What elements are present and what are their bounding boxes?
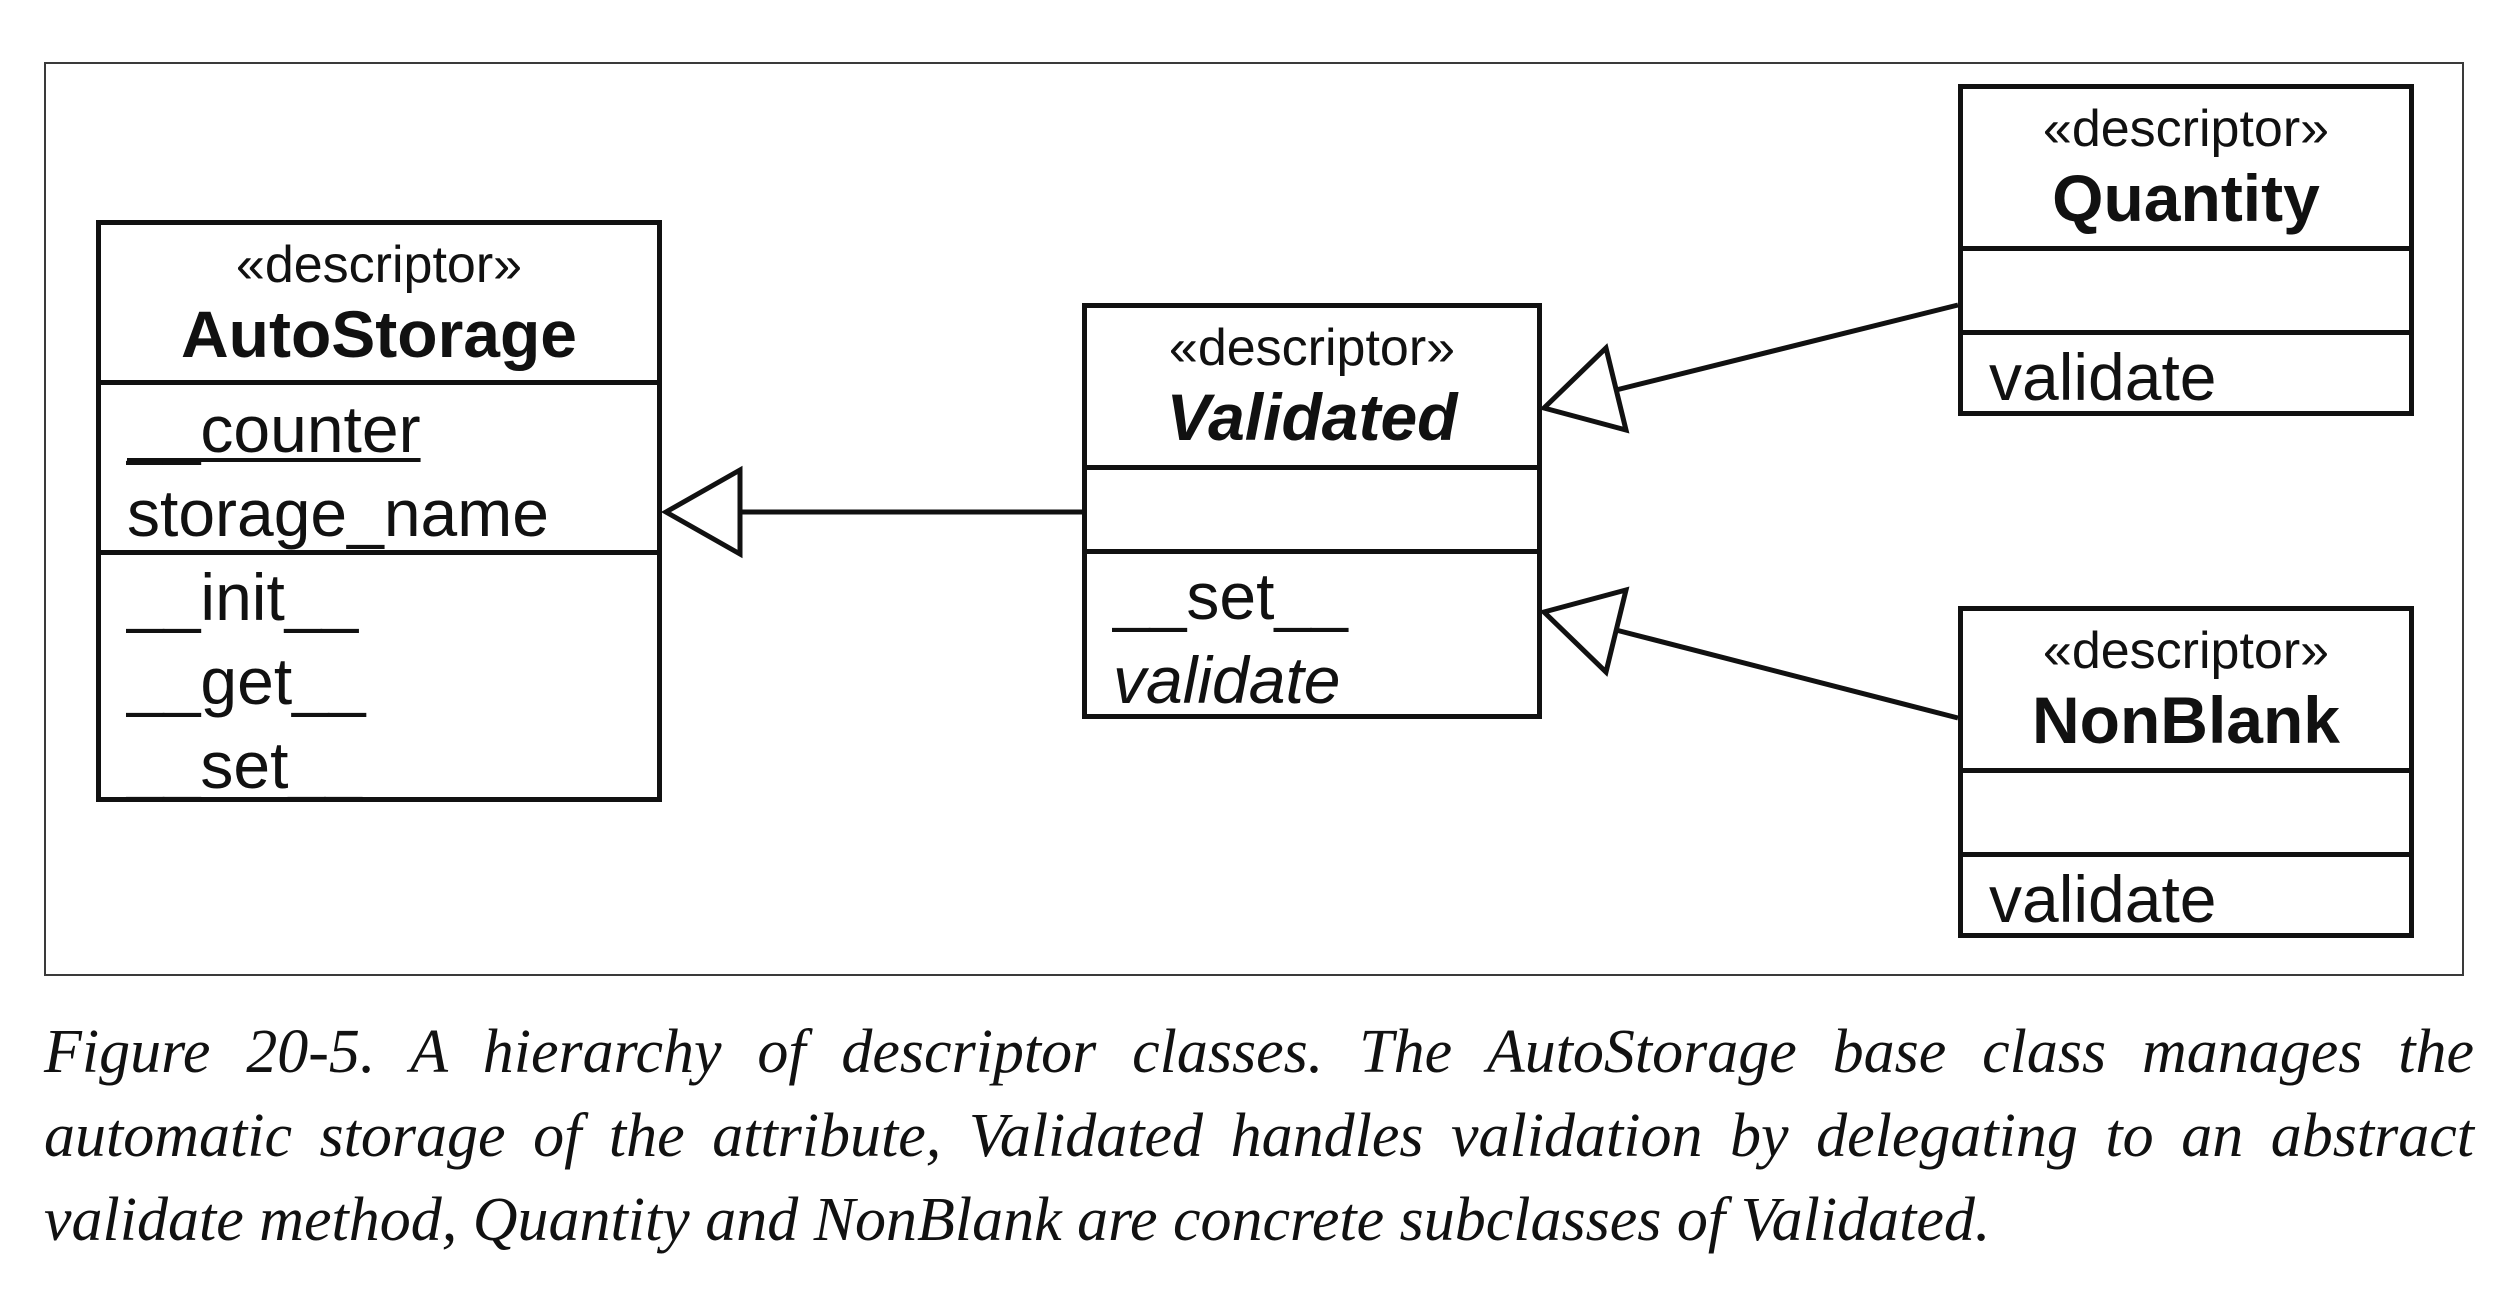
class-name: Quantity xyxy=(2052,161,2320,235)
class-header: «descriptor» Validated xyxy=(1087,308,1537,470)
method-set: __set__ xyxy=(1113,559,1348,633)
class-validated: «descriptor» Validated __set__ validate xyxy=(1082,303,1542,719)
class-nonblank: «descriptor» NonBlank validate xyxy=(1958,606,2414,938)
generalization-validated-to-autostorage xyxy=(660,465,1082,559)
class-header: «descriptor» Quantity xyxy=(1963,89,2409,251)
generalization-quantity-to-validated xyxy=(1539,302,1959,434)
attributes-compartment xyxy=(1963,251,2409,335)
attribute-counter: __counter xyxy=(127,392,421,466)
class-autostorage: «descriptor» AutoStorage __counter stora… xyxy=(96,220,662,802)
method-validate: validate xyxy=(1989,862,2217,936)
class-name: AutoStorage xyxy=(181,297,577,371)
class-header: «descriptor» NonBlank xyxy=(1963,611,2409,773)
methods-compartment: validate xyxy=(1963,857,2409,941)
class-name: Validated xyxy=(1166,380,1458,454)
attributes-compartment xyxy=(1087,470,1537,554)
stereotype-label: «descriptor» xyxy=(1168,319,1456,377)
generalization-nonblank-to-validated xyxy=(1539,586,1959,721)
class-header: «descriptor» AutoStorage xyxy=(101,225,657,385)
method-set: __set__ xyxy=(127,728,362,802)
figure-frame xyxy=(44,62,2464,976)
methods-compartment: __set__ validate xyxy=(1087,554,1537,722)
methods-compartment: validate xyxy=(1963,335,2409,419)
stereotype-label: «descriptor» xyxy=(2042,622,2330,680)
method-validate: validate xyxy=(1113,643,1341,717)
figure-caption: Figure 20-5. A hierarchy of descriptor c… xyxy=(44,1018,2474,1254)
class-quantity: «descriptor» Quantity validate xyxy=(1958,84,2414,416)
stereotype-label: «descriptor» xyxy=(2042,100,2330,158)
method-validate: validate xyxy=(1989,340,2217,414)
attribute-storage-name: storage_name xyxy=(127,476,549,550)
attributes-compartment: __counter storage_name xyxy=(101,385,657,555)
class-name: NonBlank xyxy=(2031,683,2341,757)
stereotype-label: «descriptor» xyxy=(235,236,523,294)
attributes-compartment xyxy=(1963,773,2409,857)
method-get: __get__ xyxy=(127,644,366,718)
methods-compartment: __init__ __get__ __set__ xyxy=(101,555,657,807)
method-init: __init__ xyxy=(127,560,359,634)
